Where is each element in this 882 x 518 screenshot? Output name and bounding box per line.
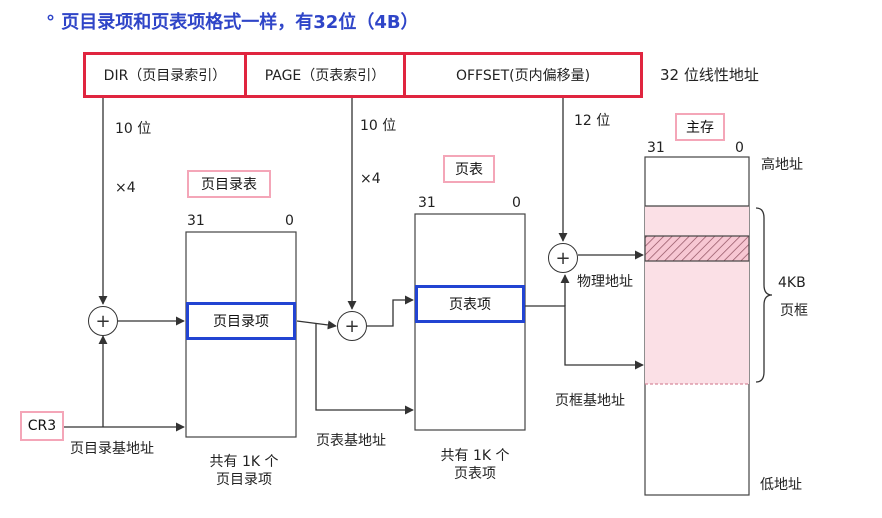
page-table-entry: 页表项 <box>415 285 525 323</box>
page-directory-count: 共有 1K 个 页目录项 <box>186 453 302 489</box>
page-table-base-label: 页表基地址 <box>316 433 386 449</box>
page-directory-bit-low: 0 <box>285 213 294 229</box>
page-table-title: 页表 <box>443 155 495 183</box>
main-memory-title: 主存 <box>675 113 725 141</box>
page-table-count-line1: 共有 1K 个 <box>440 448 510 464</box>
dir-field: DIR（页目录索引） <box>83 52 247 98</box>
page-times4-label: ×4 <box>360 171 381 187</box>
cr3-register: CR3 <box>20 411 64 441</box>
page-directory-title: 页目录表 <box>187 170 271 198</box>
adder-page-table: + <box>337 311 367 341</box>
page-table-bit-high: 31 <box>418 195 436 211</box>
frame-size-label: 4KB <box>778 275 806 291</box>
page-frame-region <box>645 206 749 384</box>
plus2-to-entry-arrow <box>367 295 414 327</box>
frame-name-label: 页框 <box>780 303 808 319</box>
page-frame-brace <box>755 207 773 383</box>
page-table-bit-low: 0 <box>512 195 521 211</box>
page-directory-entry: 页目录项 <box>186 302 296 340</box>
page-field: PAGE（页表索引） <box>244 52 406 98</box>
page-directory-bit-high: 31 <box>187 213 205 229</box>
page-directory-base-label: 页目录基地址 <box>70 441 154 457</box>
offset-bits-label: 12 位 <box>574 113 611 129</box>
page-table-count: 共有 1K 个 页表项 <box>420 447 530 483</box>
low-address-label: 低地址 <box>760 477 802 493</box>
page-directory-count-line1: 共有 1K 个 <box>209 454 279 470</box>
linear-address-caption: 32 位线性地址 <box>660 66 759 84</box>
main-memory-bit-high: 31 <box>647 140 665 156</box>
page-directory-count-line2: 页目录项 <box>216 472 272 488</box>
offset-field: OFFSET(页内偏移量) <box>403 52 643 98</box>
adder-directory: + <box>88 306 118 336</box>
page-table-count-line2: 页表项 <box>454 466 496 482</box>
hatched-memory-cell <box>644 235 750 262</box>
physical-address-label: 物理地址 <box>577 274 633 290</box>
dir-times4-label: ×4 <box>115 180 136 196</box>
page-bits-label: 10 位 <box>360 118 397 134</box>
high-address-label: 高地址 <box>761 157 803 173</box>
main-memory-bit-low: 0 <box>735 140 744 156</box>
diagram-title: ° 页目录项和页表项格式一样，有32位（4B） <box>46 12 419 33</box>
frame-base-label: 页框基地址 <box>555 393 625 409</box>
adder-offset: + <box>548 243 578 273</box>
page-table-base-arrow <box>315 323 414 415</box>
dir-bits-label: 10 位 <box>115 121 152 137</box>
pte-to-frame-line <box>524 305 644 370</box>
